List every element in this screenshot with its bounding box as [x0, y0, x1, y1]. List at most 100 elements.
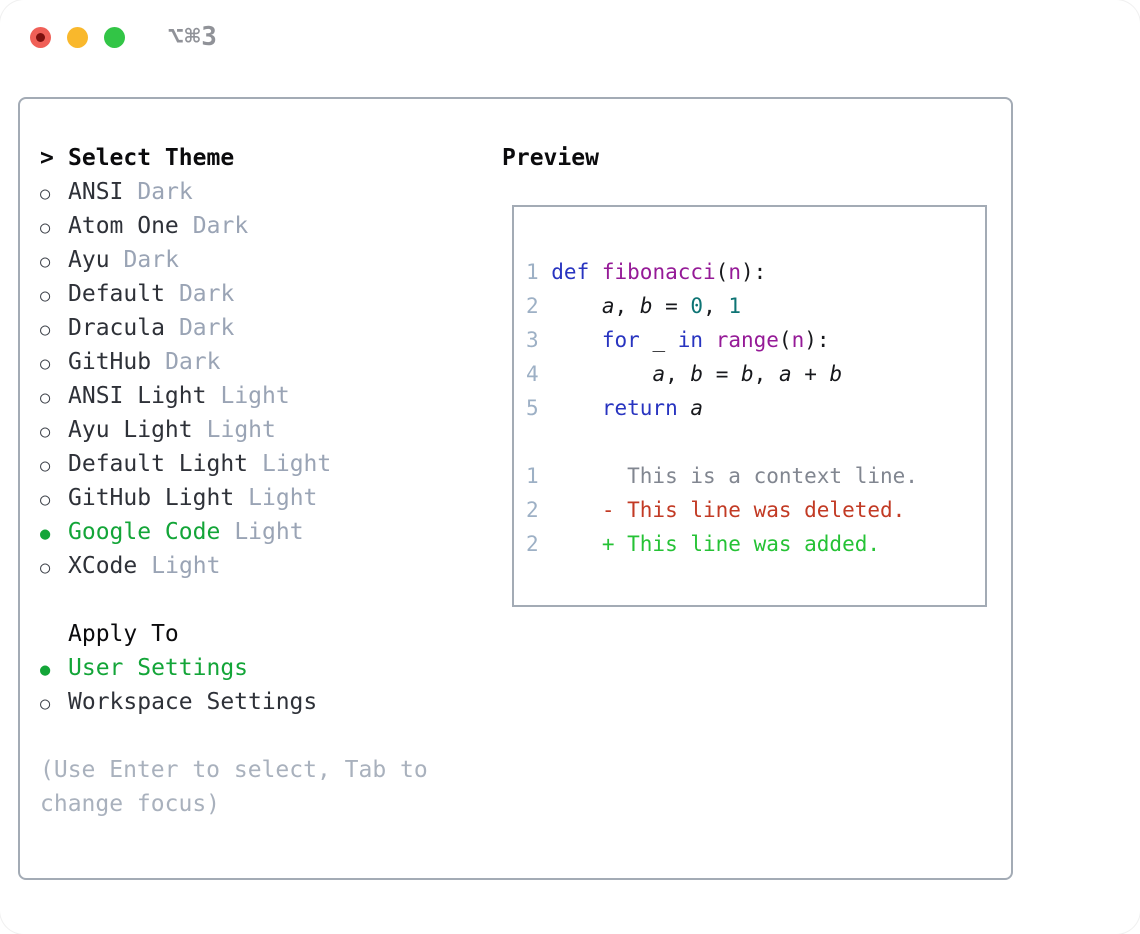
code-token: =	[703, 362, 741, 386]
apply-option-workspace-settings[interactable]: ○Workspace Settings	[40, 685, 444, 719]
line-number: 4	[526, 362, 552, 386]
code-token: a	[601, 294, 615, 318]
theme-option-ayu-light-label: Ayu Light	[68, 417, 193, 443]
maximize-button[interactable]	[104, 27, 125, 48]
theme-variant-tag: Light	[248, 485, 318, 511]
theme-option-ayu-light[interactable]: ○ Ayu Light Light	[40, 413, 444, 447]
code-token: range	[715, 328, 779, 352]
code-token: ):	[804, 328, 830, 352]
theme-variant-tag: Light	[220, 383, 290, 409]
code-token: n	[728, 260, 741, 284]
code-token: This is a context line.	[551, 464, 918, 488]
code-token: n	[791, 328, 805, 352]
code-line: 2 - This line was deleted.	[526, 493, 985, 527]
apply-to-header: Apply To	[40, 617, 444, 651]
theme-option-ansi-label: ANSI	[68, 179, 124, 205]
radio-selected-icon: ●	[40, 660, 51, 680]
theme-option-default-light-label: Default Light	[68, 451, 249, 477]
radio-icon: ○	[40, 320, 51, 340]
theme-option-github-light-label: GitHub Light	[68, 485, 235, 511]
code-token: a	[778, 362, 792, 386]
radio-icon: ○	[40, 388, 51, 408]
line-number: 1	[526, 260, 552, 284]
code-token	[589, 260, 602, 284]
code-token	[551, 396, 602, 420]
select-theme-title: Select Theme	[68, 145, 235, 171]
radio-icon: ○	[40, 422, 51, 442]
code-line: 1 def fibonacci(n):	[526, 255, 985, 289]
code-line: 3 for _ in range(n):	[526, 323, 985, 357]
theme-variant-tag: Light	[151, 553, 221, 579]
code-line: 1 This is a context line.	[526, 459, 985, 493]
code-token: b	[690, 362, 704, 386]
code-token	[551, 328, 602, 352]
code-token	[551, 294, 602, 318]
window-title: ⌥⌘3	[168, 22, 218, 52]
line-number: 2	[526, 498, 552, 522]
code-line	[526, 425, 985, 459]
theme-option-xcode[interactable]: ○ XCode Light	[40, 549, 444, 583]
theme-variant-tag: Light	[206, 417, 276, 443]
code-token: ,	[703, 294, 729, 318]
minimize-button[interactable]	[67, 27, 88, 48]
theme-variant-tag: Light	[262, 451, 332, 477]
code-token: 0	[690, 294, 704, 318]
theme-option-ansi-light-label: ANSI Light	[68, 383, 207, 409]
focus-prompt-icon: >	[40, 145, 54, 171]
select-theme-header: > Select Theme	[40, 141, 444, 175]
code-line: 2 + This line was added.	[526, 527, 985, 561]
code-token: ,	[665, 362, 691, 386]
code-token: b	[740, 362, 754, 386]
radio-icon: ○	[40, 286, 51, 306]
line-number: 5	[526, 396, 552, 420]
theme-option-github-light[interactable]: ○ GitHub Light Light	[40, 481, 444, 515]
line-number: 1	[526, 464, 552, 488]
code-line: 5 return a	[526, 391, 985, 425]
code-token	[551, 362, 652, 386]
code-token: - This line was deleted.	[551, 498, 906, 522]
theme-variant-tag: Dark	[123, 247, 179, 273]
radio-icon: ○	[40, 252, 51, 272]
theme-option-xcode-label: XCode	[68, 553, 138, 579]
code-token: _	[639, 328, 678, 352]
code-token: for	[601, 328, 640, 352]
code-token: ,	[753, 362, 779, 386]
theme-option-google-code-label: Google Code	[68, 519, 221, 545]
code-token: b	[639, 294, 653, 318]
apply-option-user-settings[interactable]: ●User Settings	[40, 651, 444, 685]
theme-variant-tag: Dark	[137, 179, 193, 205]
theme-option-default-label: Default	[68, 281, 165, 307]
radio-icon: ○	[40, 558, 51, 578]
code-token: (	[715, 260, 729, 284]
theme-option-ansi-light[interactable]: ○ ANSI Light Light	[40, 379, 444, 413]
theme-option-ansi[interactable]: ○ ANSI Dark	[40, 175, 444, 209]
line-number: 2	[526, 532, 552, 556]
code-token: ):	[740, 260, 767, 284]
code-token	[678, 396, 691, 420]
radio-icon: ○	[40, 184, 51, 204]
code-token: (	[778, 328, 792, 352]
code-token: in	[677, 328, 704, 352]
radio-icon: ○	[40, 490, 51, 510]
code-token: a	[690, 396, 704, 420]
theme-option-github-label: GitHub	[68, 349, 152, 375]
preview-title: Preview	[502, 145, 599, 171]
code-token: b	[829, 362, 843, 386]
window-titlebar: ⌥⌘3	[0, 0, 1140, 74]
close-button[interactable]	[30, 27, 51, 48]
code-token: def	[551, 260, 590, 284]
code-token: a	[652, 362, 666, 386]
code-token: =	[652, 294, 691, 318]
code-line: 2 a, b = 0, 1	[526, 289, 985, 323]
